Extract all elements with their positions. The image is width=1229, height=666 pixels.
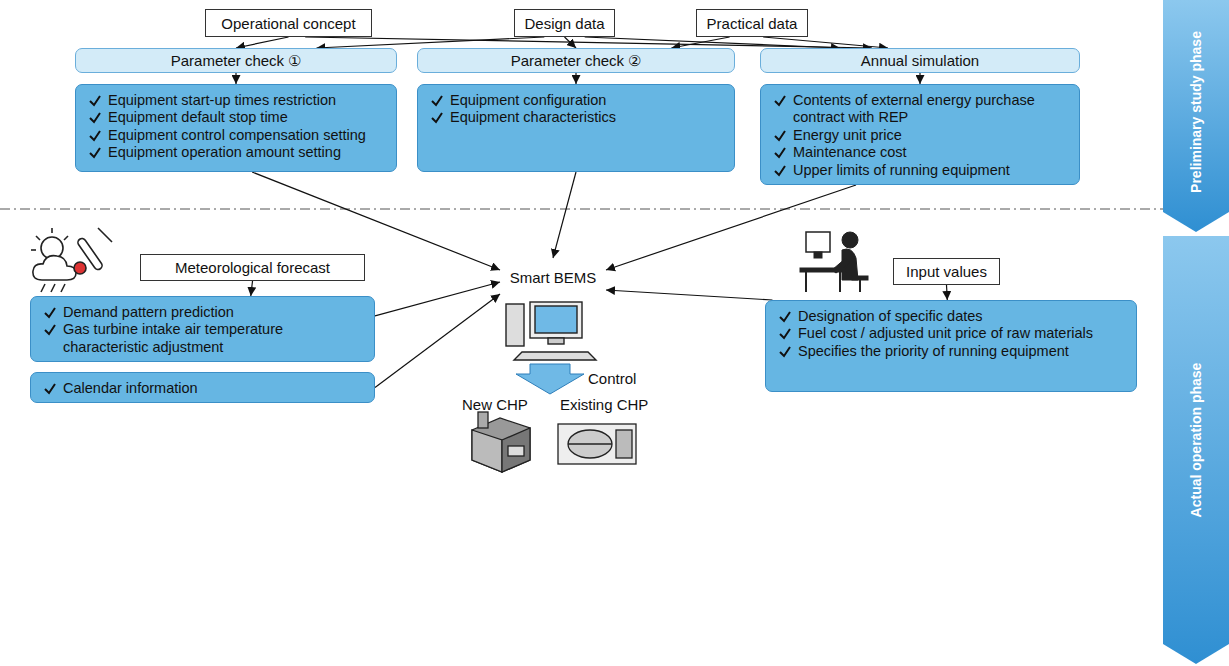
check-item: Gas turbine intake air temperature chara… [43,321,364,356]
check-item: Equipment configuration [430,92,724,109]
input-box: Input values [893,258,1000,285]
box-label: Smart BEMS [510,269,597,287]
flow-arrow [763,37,888,48]
check-item: Demand pattern prediction [43,304,364,321]
flow-arrow [317,37,545,48]
box-label: Practical data [707,15,798,32]
flow-arrow [565,37,577,48]
checklist-box: Equipment configurationEquipment charact… [417,84,735,172]
check-mark [773,146,787,160]
check-mark [773,164,787,178]
check-mark [88,94,102,108]
flow-arrow [606,185,856,270]
check-mark [43,323,57,337]
flow-arrow [553,172,576,258]
checklist-box: Demand pattern predictionGas turbine int… [30,296,375,362]
flow-arrow [575,73,576,84]
flow-arrow [606,290,772,300]
flow-arrow [671,37,729,48]
process-header: Parameter check ① [75,48,397,73]
checklist-box: Designation of specific datesFuel cost /… [765,300,1137,392]
check-mark [430,94,444,108]
existing-chp-icon [558,424,636,464]
check-mark [773,129,787,143]
flow-arrow [585,37,840,48]
check-mark [778,327,792,341]
flow-arrow [251,281,253,296]
check-mark [88,111,102,125]
control-arrow [516,364,584,394]
input-box: Meteorological forecast [140,254,365,281]
check-item: Equipment start-up times restriction [88,92,386,109]
chp-label: Existing CHP [560,396,648,413]
checklist-box: Equipment start-up times restrictionEqui… [75,84,397,172]
new-chp-icon [472,412,530,472]
check-item: Maintenance cost [773,144,1069,161]
control-label: Control [588,370,636,387]
check-item: Designation of specific dates [778,308,1126,325]
box-label: Design data [524,15,604,32]
flow-arrow [375,294,500,388]
system-label: Smart BEMS [500,258,606,298]
process-header: Parameter check ② [417,48,735,73]
check-item: Equipment default stop time [88,109,386,126]
source-box: Practical data [696,9,808,37]
source-box: Operational concept [205,9,372,37]
phase-divider [0,209,1229,210]
flow-arrow [946,285,948,300]
check-mark [88,146,102,160]
check-item: Upper limits of running equipment [773,162,1069,179]
check-mark [88,129,102,143]
check-mark [430,111,444,125]
check-mark [43,306,57,320]
check-item: Equipment operation amount setting [88,144,386,161]
box-label: Operational concept [221,15,355,32]
computer-icon [506,302,596,360]
check-item: Energy unit price [773,127,1069,144]
chp-label: New CHP [462,396,528,413]
box-label: Parameter check ② [511,52,642,70]
check-item: Equipment control compensation setting [88,127,386,144]
check-mark [773,94,787,108]
box-label: Meteorological forecast [175,259,330,276]
check-mark [43,382,57,396]
operator-icon [800,232,868,292]
flow-arrow [375,282,500,316]
box-label: Parameter check ① [171,52,302,70]
check-item: Specifies the priority of running equipm… [778,343,1126,360]
check-mark [778,345,792,359]
box-label: Annual simulation [861,52,979,69]
phase-band [1163,236,1229,664]
phase-band [1163,0,1229,232]
flow-arrow [919,73,920,84]
process-header: Annual simulation [760,48,1080,73]
check-item: Calendar information [43,380,364,397]
check-item: Contents of external energy purchase con… [773,92,1069,127]
check-item: Equipment characteristics [430,109,724,126]
flow-arrow [236,37,289,48]
source-box: Design data [514,9,615,37]
box-label: Input values [906,263,987,280]
flow-arrow [235,73,236,84]
phase-label: Preliminary study phase [1188,31,1204,193]
phase-label: Actual operation phase [1188,363,1204,518]
weather-icon [31,228,112,292]
checklist-box: Calendar information [30,372,375,403]
check-mark [778,310,792,324]
checklist-box: Contents of external energy purchase con… [760,84,1080,185]
check-item: Fuel cost / adjusted unit price of raw m… [778,325,1126,342]
